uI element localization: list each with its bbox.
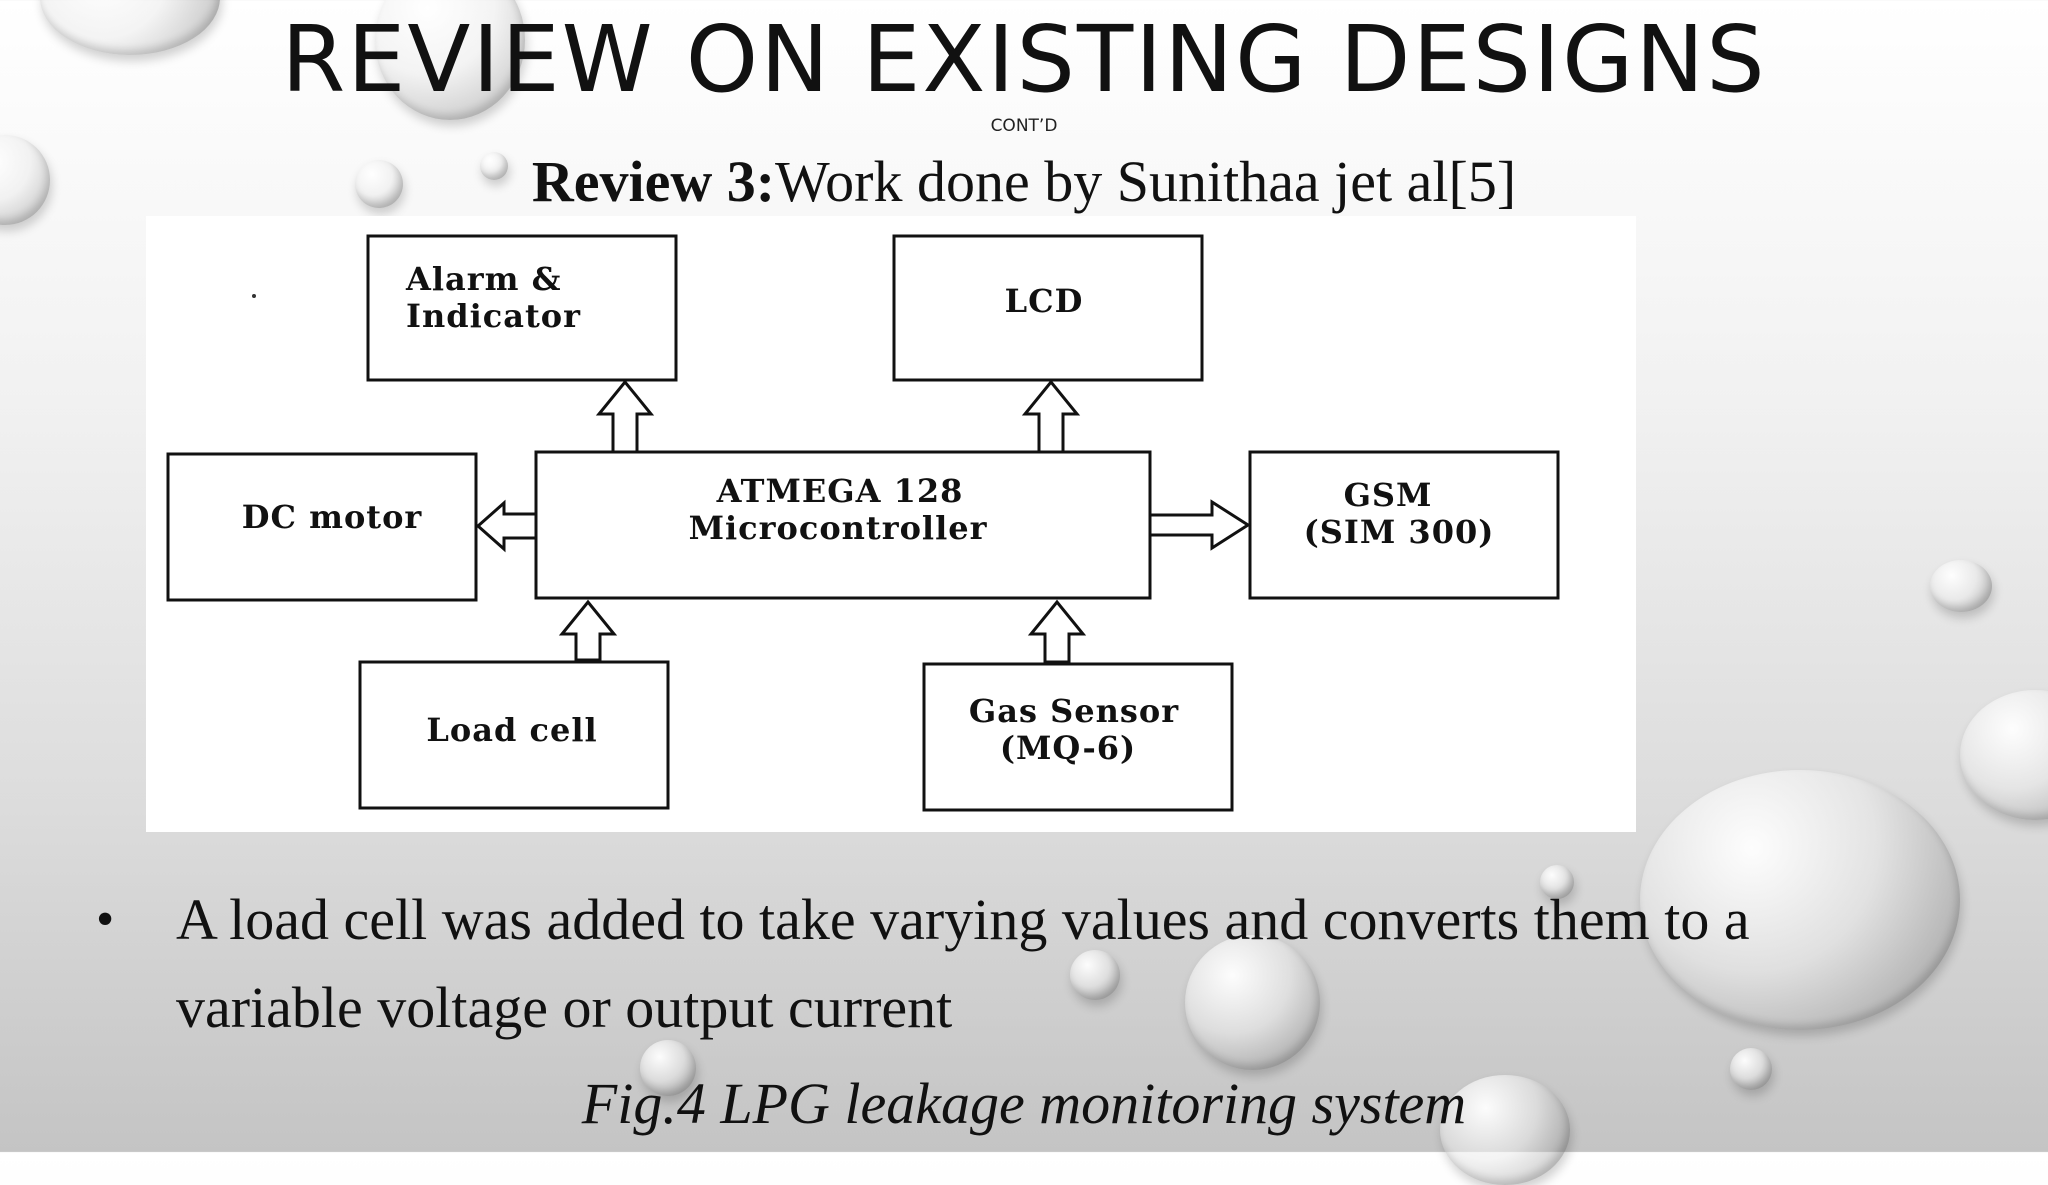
slide-title: REVIEW ON EXISTING DESIGNS <box>281 6 1767 113</box>
arrow-up-to-alarm-icon <box>595 379 655 454</box>
bullet-icon: • <box>96 891 115 948</box>
gas-sensor-line-2: (MQ-6) <box>1000 729 1136 767</box>
water-droplet <box>1930 560 1992 612</box>
water-droplet <box>1960 690 2048 820</box>
gsm-line-2: (SIM 300) <box>1304 513 1495 551</box>
gsm-line-1: GSM <box>1344 476 1433 514</box>
review-label: Review 3: <box>531 149 776 214</box>
lcd-block: LCD <box>892 234 1204 382</box>
alarm-indicator-block: Alarm & Indicator <box>366 234 678 382</box>
alarm-line-2: Indicator <box>406 297 581 335</box>
review-heading: Review 3:Work done by Sunithaa jet al[5] <box>0 148 2048 215</box>
bullet-text: A load cell was added to take varying va… <box>176 887 1750 1040</box>
gas-sensor-block: Gas Sensor (MQ-6) <box>922 662 1234 812</box>
arrow-up-from-load-cell-icon <box>558 599 618 662</box>
water-droplet <box>1185 935 1320 1070</box>
arrow-right-to-gsm-icon <box>1148 499 1251 551</box>
dc-motor-block: DC motor <box>166 452 478 602</box>
dc-motor-label: DC motor <box>242 498 423 536</box>
water-droplet <box>1640 770 1960 1030</box>
water-droplet <box>1070 950 1120 1000</box>
stray-dot <box>252 294 256 298</box>
alarm-line-1: Alarm & <box>405 260 561 298</box>
load-cell-label: Load cell <box>426 711 597 749</box>
mcu-line-2: Microcontroller <box>689 509 988 547</box>
gas-sensor-line-1: Gas Sensor <box>969 692 1179 730</box>
arrow-up-from-gas-sensor-icon <box>1027 599 1087 664</box>
gsm-block: GSM (SIM 300) <box>1248 450 1560 600</box>
slide-subtitle: CONT’D <box>990 116 1058 136</box>
lcd-label: LCD <box>1005 282 1084 320</box>
water-droplet <box>640 1040 696 1096</box>
water-droplet <box>480 152 508 180</box>
water-droplet <box>1540 865 1574 899</box>
arrow-left-to-dc-motor-icon <box>475 499 538 553</box>
load-cell-block: Load cell <box>358 660 670 810</box>
mcu-line-1: ATMEGA 128 <box>716 472 964 510</box>
water-droplet <box>1730 1048 1772 1090</box>
microcontroller-block: ATMEGA 128 Microcontroller <box>534 450 1152 600</box>
figure-caption: Fig.4 LPG leakage monitoring system <box>581 1071 1467 1136</box>
review-text: Work done by Sunithaa jet al[5] <box>775 149 1517 214</box>
block-diagram-svg: Alarm & Indicator LCD DC motor ATMEGA 12… <box>166 234 1560 812</box>
water-droplet <box>355 160 403 208</box>
block-diagram: Alarm & Indicator LCD DC motor ATMEGA 12… <box>146 216 1636 832</box>
arrow-up-to-lcd-icon <box>1021 379 1081 454</box>
